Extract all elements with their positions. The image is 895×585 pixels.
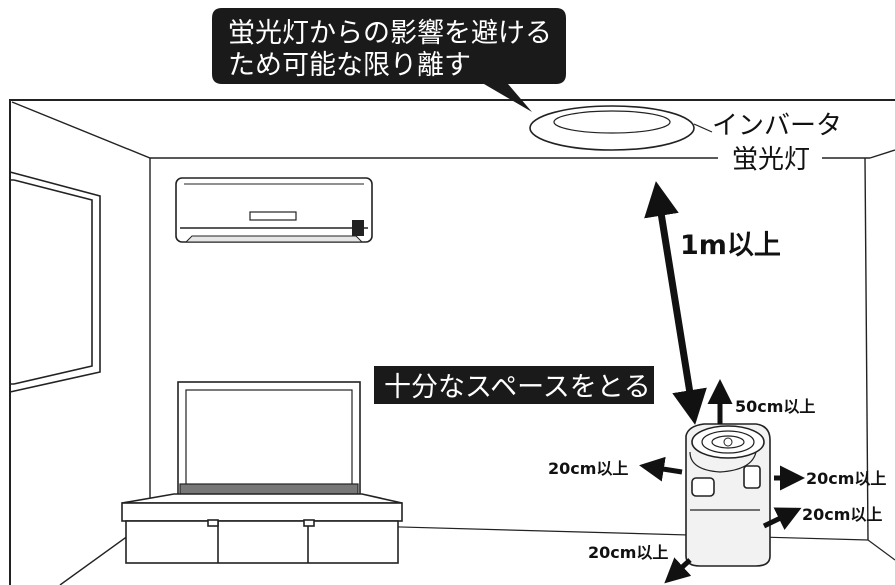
window (9, 171, 101, 393)
ceiling-light (529, 105, 695, 151)
humidifier (685, 423, 771, 567)
light-label-line2: 蛍光灯 (732, 145, 810, 175)
callout-line2: ため可能な限り離す (228, 50, 471, 81)
clearance-back-label: 20cm以上 (802, 505, 882, 524)
clearance-left-label: 20cm以上 (548, 459, 628, 478)
distance-label: 1m以上 (680, 230, 781, 261)
television (177, 381, 361, 511)
space-banner (374, 366, 654, 404)
tv-stand (121, 493, 403, 564)
air-conditioner (175, 177, 373, 243)
callout-bubble (212, 8, 566, 112)
clearance-top-label: 50cm以上 (735, 397, 815, 416)
fan-icon (723, 437, 733, 447)
space-banner-text: 十分なスペースをとる (384, 372, 651, 403)
light-label-leader (693, 123, 713, 133)
clearance-front-label: 20cm以上 (588, 543, 668, 562)
callout-line1: 蛍光灯からの影響を避ける (228, 18, 552, 49)
arrow-icon (639, 379, 805, 584)
distance-arrow (644, 181, 707, 425)
light-label-line1: インバータ (712, 111, 842, 141)
clearance-right-label: 20cm以上 (806, 469, 886, 488)
